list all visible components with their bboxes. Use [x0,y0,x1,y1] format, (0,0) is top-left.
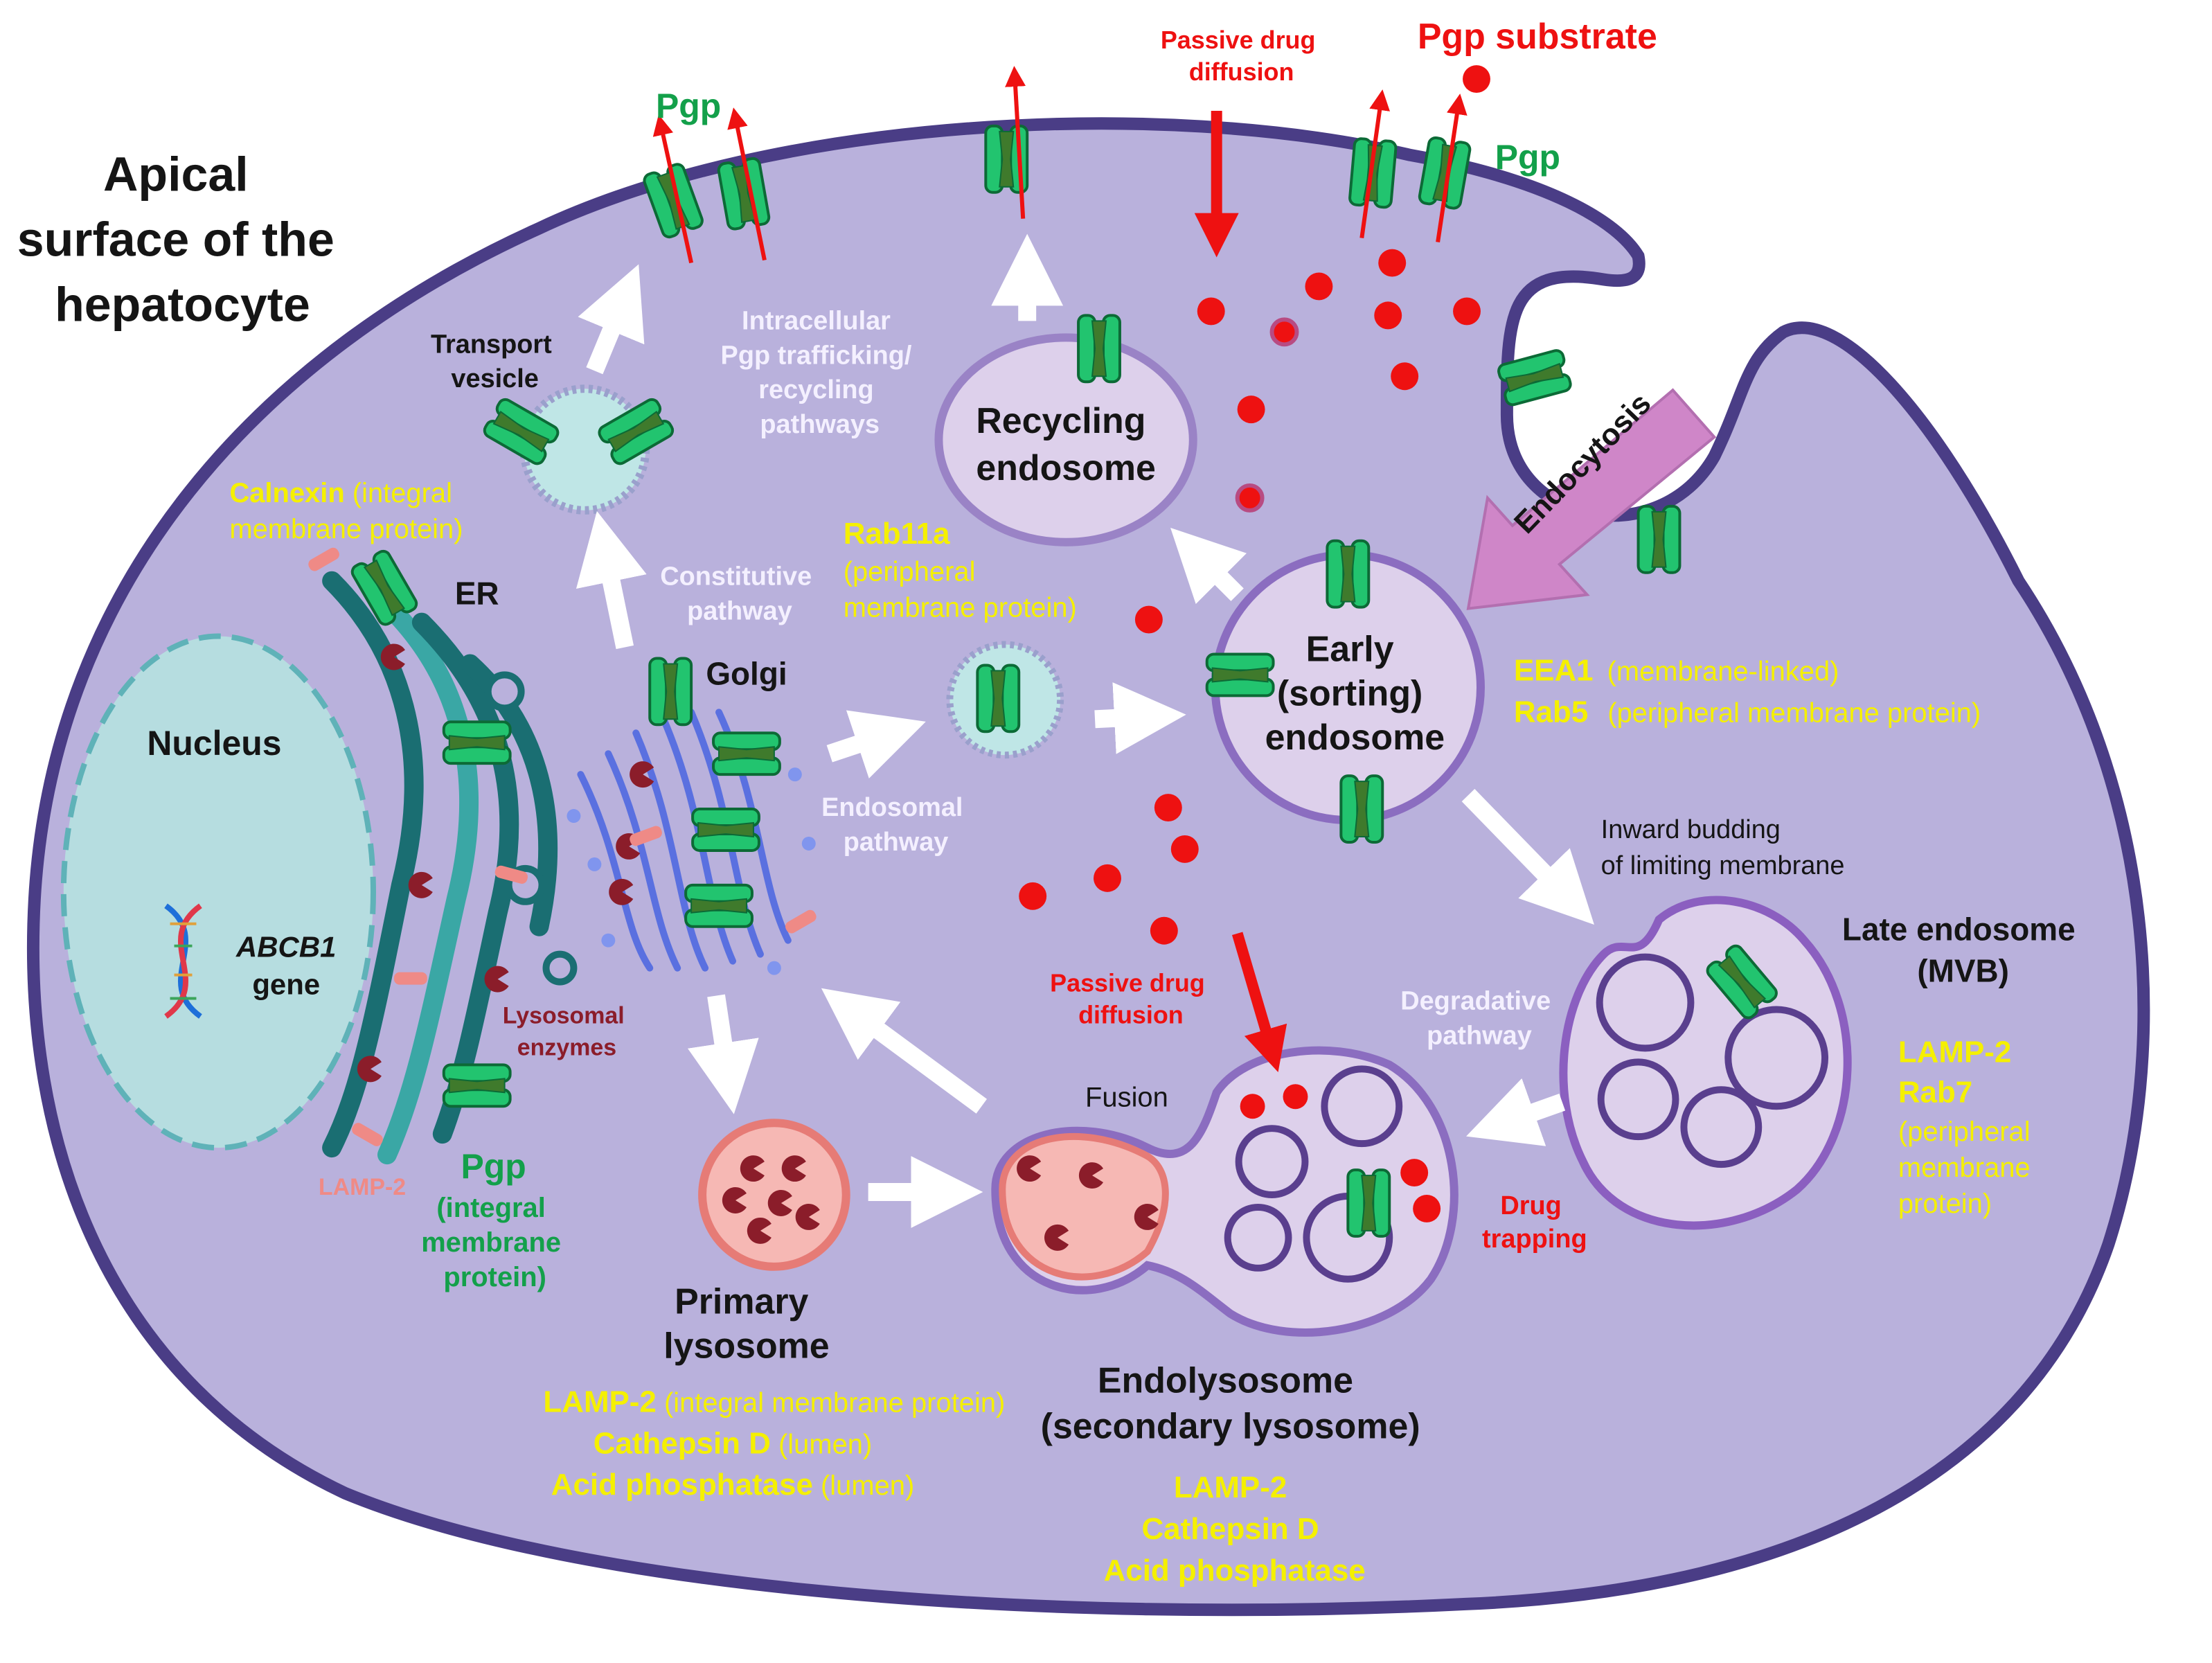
pgp-label-top-right: Pgp [1495,138,1560,177]
mvb-intraluminal-vesicles [1596,953,1829,1168]
pgp-substrate-label: Pgp substrate [1418,16,1657,56]
apical-surface-title: Apical surface of the hepatocyte [17,148,348,332]
gene-name: ABCB1 [235,931,336,963]
drug-trapping-label: Drug trapping [1482,1191,1587,1254]
primary-marker-lamp2: LAMP-2 (integral membrane protein) [543,1385,1005,1419]
late-endosome-markers: LAMP-2 Rab7 [1898,1035,2020,1109]
primary-marker-cathepsin: Cathepsin D (lumen) [594,1426,873,1460]
calnexin-label: Calnexin (integral membrane protein) [229,478,463,544]
recycling-endosome-label: Recycling endosome [976,400,1156,488]
endolysosome-lumen-pink [999,1133,1169,1281]
lysosomal-enzymes-label: Lysosomal enzymes [503,1002,631,1060]
transport-vesicle-label: Transport vesicle [431,330,559,393]
dna-icon [164,903,202,1019]
pathway-arrows [576,233,1594,1228]
golgi-label: Golgi [706,655,787,691]
endolysosome-label: Endolysosome (secondary lysosome) [1041,1360,1420,1446]
late-endosome-note: (peripheral membrane protein) [1898,1117,2038,1219]
pgp-label-top-left: Pgp [656,87,721,125]
primary-marker-phosphatase: Acid phosphatase (lumen) [551,1468,915,1502]
endolysosome-markers: LAMP-2 Cathepsin D Acid phosphatase [1104,1470,1366,1588]
eea1-label: EEA1(membrane-linked) [1514,653,1839,687]
drug-molecules-faded [1235,317,1299,513]
rab11a-label: Rab11a (peripheral membrane protein) [844,517,1077,623]
recycling-endosome [934,333,1197,546]
passive-diffusion-top-label: Passive drug diffusion [1161,26,1323,86]
pgp-label-er: Pgp [461,1147,526,1186]
passive-diffusion-arrows [1194,110,1287,1073]
nucleus-label: Nucleus [147,724,281,763]
golgi-vesicles [567,767,816,975]
fusion-label: Fusion [1085,1082,1168,1112]
er-label: ER [455,576,499,612]
rab5-label: Rab5(peripheral membrane protein) [1514,695,1981,729]
degradative-pathway-label: Degradative pathway [1400,987,1558,1051]
inward-budding-label: Inward budding of limiting membrane [1601,815,1845,880]
drug-molecules [1019,65,1490,1222]
primary-lysosome-label: Primary lysosome [663,1281,829,1366]
passive-diffusion-bottom-label: Passive drug diffusion [1050,969,1212,1029]
pgp-integral-label: (integral membrane protein) [421,1193,569,1292]
lamp2-er-label: LAMP-2 [319,1174,406,1200]
endosomal-pathway-label: Endosomal pathway [821,793,970,857]
constitutive-pathway-label: Constitutive pathway [660,562,819,626]
early-endosome-label: Early (sorting) endosome [1265,628,1445,757]
late-endosome-label: Late endosome (MVB) [1842,911,2085,989]
gene-label: gene [252,968,320,1001]
lamp2-markers [308,547,817,1146]
intracellular-trafficking-label: Intracellular Pgp trafficking/ recycling… [721,306,919,439]
efflux-arrows [652,66,1468,264]
nucleus [60,633,376,1151]
